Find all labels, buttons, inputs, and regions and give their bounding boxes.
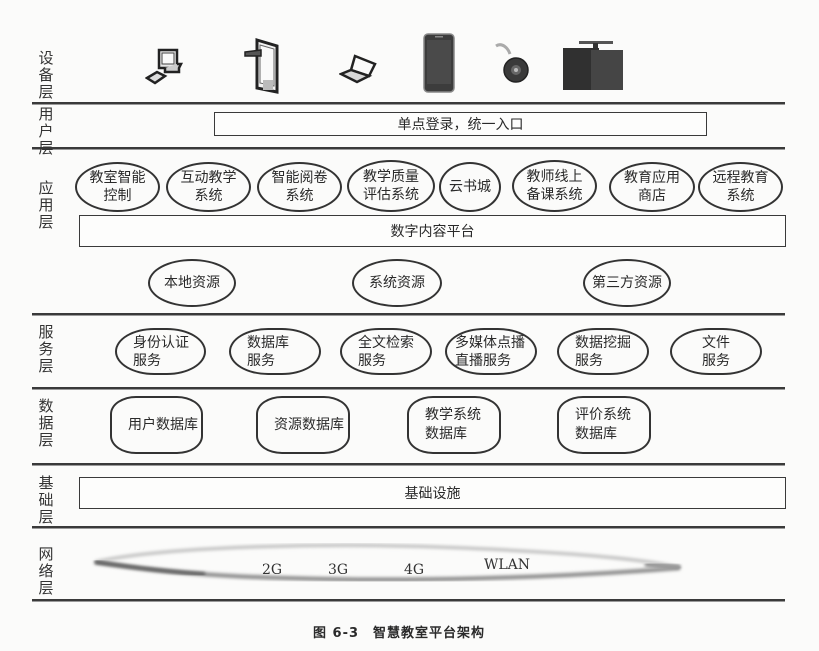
single-sign-on-text: 单点登录，统一入口 [397,117,524,133]
layer-divider [32,526,785,528]
app-remote-education-system: 远程教育 系统 [698,162,783,212]
service-database: 数据库 服务 [229,328,321,375]
figure-title: 智慧教室平台架构 [373,626,486,641]
database-evaluation-system: 评价系统 数据库 [557,396,651,454]
spacer [88,538,288,539]
smartphone-icon [423,33,455,93]
service-identity-authentication: 身份认证 服务 [115,328,206,375]
network-3g: 3G [328,562,349,578]
tablet-icon [244,37,279,94]
resource-third-party: 第三方资源 [583,259,671,307]
digital-content-platform-text: 数字内容平台 [390,224,475,240]
layer-divider [32,387,785,389]
laptop-icon [339,54,377,84]
app-education-app-store: 教育应用 商店 [609,162,695,212]
service-multimedia-vod-live: 多媒体点播 直播服务 [445,328,537,375]
layer-divider [32,463,785,465]
app-interactive-teaching-system: 互动教学 系统 [166,162,251,212]
app-cloud-bookstore: 云书城 [439,162,501,212]
resource-system: 系统资源 [352,259,442,307]
network-2g: 2G [262,562,283,578]
infrastructure-text: 基础设施 [404,486,461,502]
desktop-computer-icon [145,48,184,85]
service-layer-label: 服 务 层 [38,323,54,375]
resource-local: 本地资源 [148,259,236,307]
network-layer-label: 网 络 层 [38,545,54,597]
app-classroom-intelligent-control: 教室智能 控制 [75,162,160,212]
database-user: 用户数据库 [110,396,203,454]
infrastructure-box: 基础设施 [79,477,786,509]
device-layer-label: 设 备 层 [38,49,54,101]
layer-divider [32,102,785,104]
layer-divider [32,147,785,149]
figure-caption: 图 6-3 智慧教室平台架构 [313,622,485,641]
figure-number: 图 6-3 [313,626,360,641]
network-cloud-swoosh [94,543,681,582]
network-4g: 4G [404,562,425,578]
webcam-icon [495,43,529,83]
application-layer-label: 应 用 层 [38,179,54,231]
app-teaching-quality-evaluation: 教学质量 评估系统 [347,160,435,212]
database-resource: 资源数据库 [256,396,350,454]
layer-divider [32,313,785,315]
data-layer-label: 数 据 层 [38,397,54,449]
digital-content-platform-box: 数字内容平台 [79,215,786,247]
infrastructure-layer-label: 基 础 层 [38,474,54,526]
network-wlan: WLAN [484,557,531,573]
app-intelligent-grading-system: 智能阅卷 系统 [257,162,342,212]
service-file: 文件 服务 [670,328,762,375]
user-layer-label: 用 户 层 [38,105,54,157]
layer-divider [32,599,785,601]
service-data-mining: 数据挖掘 服务 [557,328,649,375]
app-teacher-online-lesson-prep: 教师线上 备课系统 [512,160,597,212]
database-teaching-system: 教学系统 数据库 [407,396,501,454]
single-sign-on-box: 单点登录，统一入口 [214,112,707,136]
service-full-text-search: 全文检索 服务 [340,328,432,375]
projector-icon [563,41,623,90]
